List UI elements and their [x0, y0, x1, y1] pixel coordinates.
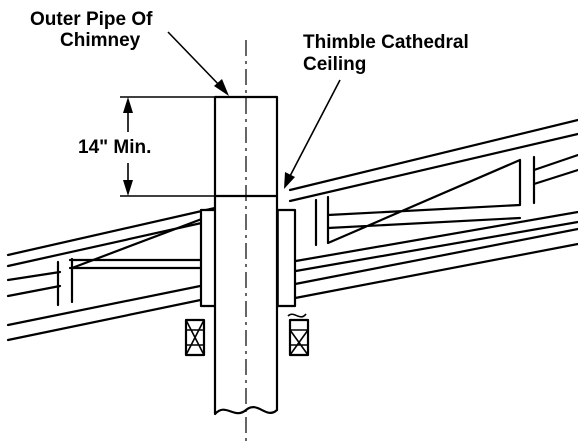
thimble-leader	[288, 79, 341, 179]
ceiling-joist	[6, 210, 578, 298]
outer-pipe-label-line1: Outer Pipe Of	[30, 9, 153, 30]
right-block-break	[287, 313, 307, 318]
clearance-dimension	[120, 96, 214, 197]
blocking	[184, 313, 310, 357]
left-block-cross	[185, 319, 205, 356]
truss-web	[56, 153, 578, 307]
thimble-arrow-icon	[284, 172, 295, 189]
outer-pipe-label-line2: Chimney	[60, 30, 141, 51]
dim-arrow-up-icon	[123, 97, 133, 113]
thimble-label-line2: Ceiling	[303, 54, 366, 75]
rafter-top-chord	[6, 118, 578, 268]
right-block-cross	[289, 329, 309, 356]
leaders	[167, 31, 341, 189]
roof-truss	[6, 118, 578, 342]
outer-pipe-leader	[167, 31, 223, 89]
outer-pipe-arrow-icon	[214, 79, 229, 96]
clearance-label: 14" Min.	[78, 137, 151, 158]
rafter-bottom-chord	[6, 227, 578, 342]
thimble-label-line1: Thimble Cathedral	[303, 32, 469, 53]
dim-arrow-down-icon	[123, 180, 133, 196]
right-block	[288, 318, 310, 357]
